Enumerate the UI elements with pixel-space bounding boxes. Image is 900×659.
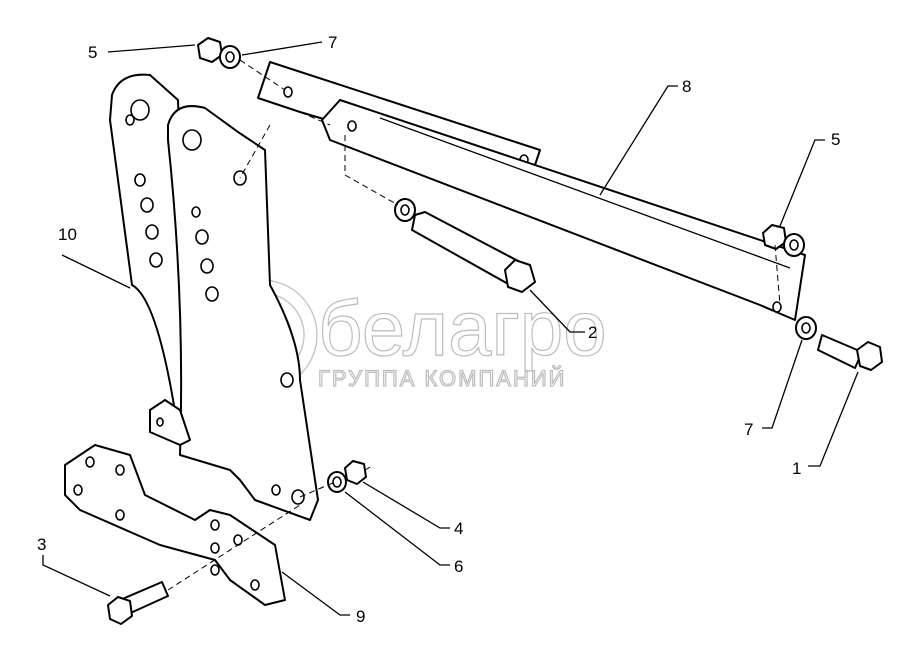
callout-labels: 5 7 8 5 2 7 1 10 3 9 6 4 <box>37 33 840 626</box>
nut-part-5-top <box>197 37 223 63</box>
callout-1: 1 <box>792 459 801 478</box>
bolt-part-2 <box>411 211 536 293</box>
svg-text:белагро: белагро <box>318 284 607 372</box>
leader-lines <box>42 41 859 616</box>
callout-6: 6 <box>454 557 463 576</box>
svg-text:ГРУППА КОМПАНИЙ: ГРУППА КОМПАНИЙ <box>318 366 567 391</box>
callout-7: 7 <box>328 33 337 52</box>
bar-part-8 <box>257 61 806 321</box>
bolt-part-1 <box>817 334 883 371</box>
callout-2: 2 <box>588 323 597 342</box>
callout-9: 9 <box>356 607 365 626</box>
callout-3: 3 <box>37 535 46 554</box>
watermark-logo: белагро ГРУППА КОМПАНИЙ <box>206 279 607 392</box>
callout-10: 10 <box>58 225 77 244</box>
nut-part-5-right <box>762 224 787 250</box>
callout-4: 4 <box>454 519 463 538</box>
callout-7: 7 <box>744 420 753 439</box>
callout-8: 8 <box>682 77 691 96</box>
washer-part-6 <box>327 471 347 493</box>
bolt-part-3 <box>107 581 169 625</box>
nut-part-4 <box>344 460 367 485</box>
bracket-part-10 <box>109 73 319 521</box>
plate-part-9 <box>64 444 286 606</box>
washer-part-7-top <box>219 45 241 69</box>
callout-5: 5 <box>831 130 840 149</box>
callout-5: 5 <box>88 43 97 62</box>
washer-part-7-right <box>783 233 805 257</box>
washer-part-7-mid <box>394 198 416 222</box>
washer-part-7-lower <box>795 316 817 340</box>
assembly-lines <box>167 59 781 591</box>
